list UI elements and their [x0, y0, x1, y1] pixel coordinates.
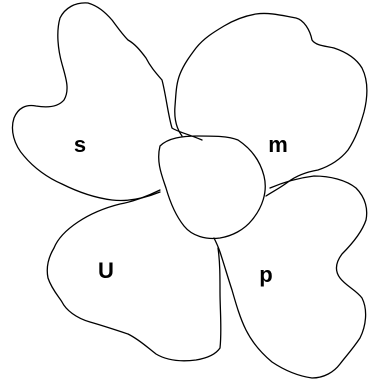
label-s: s — [74, 132, 86, 157]
lobe-top-right — [175, 13, 367, 196]
lobe-top-left — [12, 3, 202, 201]
lobe-bottom-right — [214, 176, 367, 378]
label-m: m — [268, 132, 288, 157]
lobe-bottom-left — [47, 190, 221, 361]
flower-center — [159, 136, 266, 239]
label-u: U — [98, 258, 114, 283]
label-p: p — [259, 262, 272, 287]
